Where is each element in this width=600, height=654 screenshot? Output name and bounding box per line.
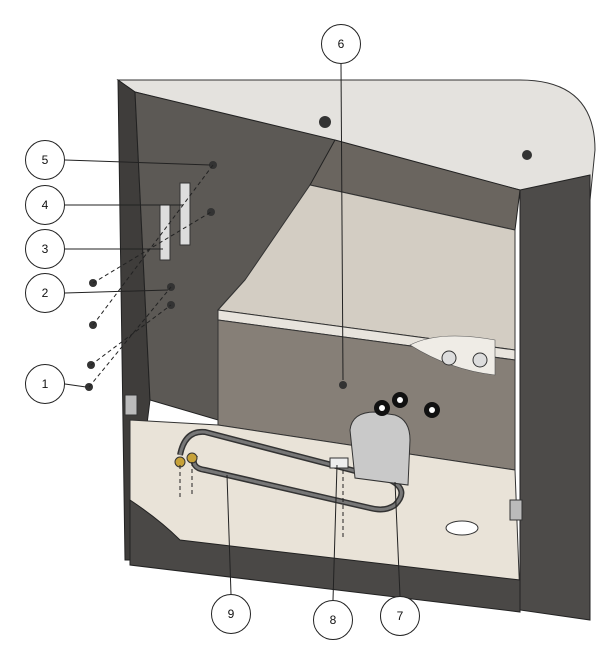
callout-4: 4 bbox=[25, 185, 65, 225]
right-side-panel bbox=[519, 174, 591, 621]
front-lip bbox=[129, 499, 521, 613]
callout-2: 2 bbox=[25, 273, 65, 313]
callout-8: 8 bbox=[313, 600, 353, 640]
drain-hole bbox=[445, 520, 479, 536]
callout-7: 7 bbox=[380, 596, 420, 636]
callout-9: 9 bbox=[211, 594, 251, 634]
callout-6: 6 bbox=[321, 24, 361, 64]
thermostat-housing bbox=[349, 411, 411, 486]
callout-5: 5 bbox=[25, 140, 65, 180]
callout-3: 3 bbox=[25, 229, 65, 269]
bracket-3 bbox=[159, 204, 171, 261]
bracket-4 bbox=[179, 182, 191, 246]
leader-lines bbox=[64, 63, 401, 601]
callout-1: 1 bbox=[25, 364, 65, 404]
top-lid bbox=[116, 79, 596, 201]
